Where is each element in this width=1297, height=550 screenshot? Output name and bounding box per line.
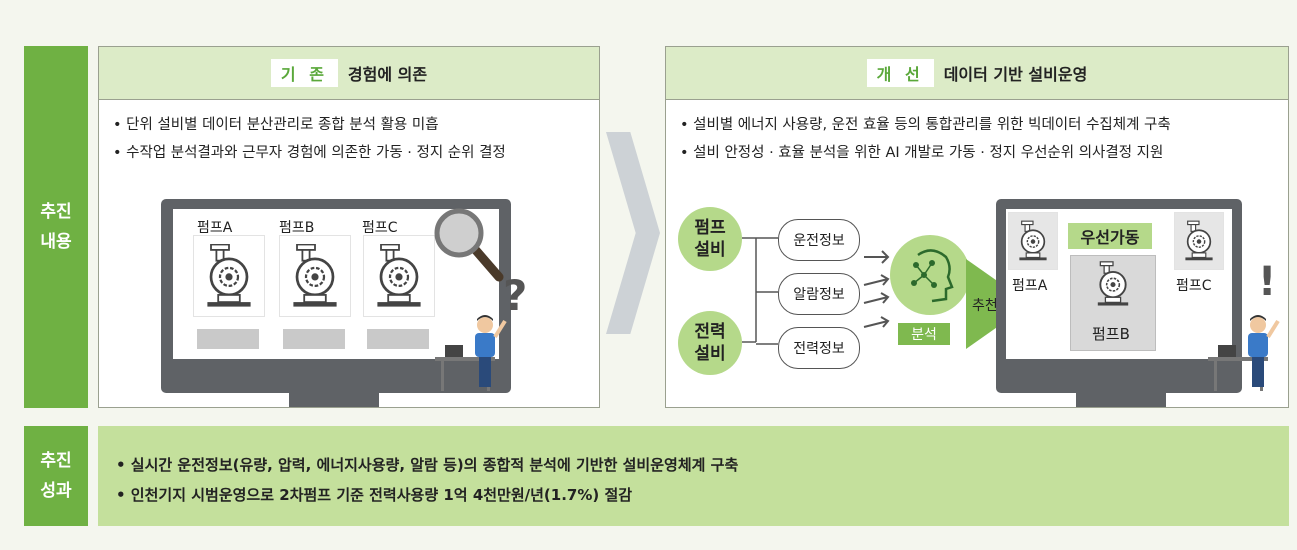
pump-icon — [1094, 261, 1132, 307]
existing-panel-header: 기 존 경험에 의존 — [99, 47, 599, 100]
existing-tag: 기 존 — [270, 59, 338, 87]
exclamation-mark: ! — [1258, 259, 1277, 305]
existing-panel: 기 존 경험에 의존 • 단위 설비별 데이터 분산관리로 종합 분석 활용 미… — [98, 46, 600, 408]
analysis-box: 분석 — [898, 323, 950, 345]
info-label: 운전정보 — [793, 233, 845, 249]
recommend-label: 추천 — [972, 298, 998, 314]
info-label: 알람정보 — [793, 287, 845, 303]
improved-panel: 개 선 데이터 기반 설비운영 • 설비별 에너지 사용량, 운전 효율 등의 … — [665, 46, 1289, 408]
analysis-label: 분석 — [911, 327, 937, 343]
flow-arrows-icon — [863, 250, 890, 328]
info-label: 전력정보 — [793, 341, 845, 357]
power-equipment-circle: 전력 설비 — [678, 311, 742, 375]
pump-status-bar — [197, 329, 259, 349]
pump-label: 펌프B — [1092, 325, 1130, 343]
power-equipment-label: 전력 설비 — [694, 322, 726, 364]
priority-box: 우선가동 — [1068, 223, 1152, 249]
result-item: • 실시간 운전정보(유량, 압력, 에너지사용량, 알람 등)의 종합적 분석… — [116, 456, 739, 474]
existing-bullets: • 단위 설비별 데이터 분산관리로 종합 분석 활용 미흡 • 수작업 분석결… — [113, 111, 506, 167]
pump-icon — [363, 235, 435, 317]
monitor-stand — [289, 393, 379, 407]
side-label-line1: 추진 — [40, 202, 72, 222]
pump-status-bar — [367, 329, 429, 349]
pump-icon — [279, 235, 351, 317]
results-panel: • 실시간 운전정보(유량, 압력, 에너지사용량, 알람 등)의 종합적 분석… — [98, 426, 1289, 526]
monitor-stand — [1076, 393, 1166, 407]
side-label-line2: 내용 — [40, 232, 72, 252]
bullet-item: • 수작업 분석결과와 근무자 경험에 의존한 가동 · 정지 순위 결정 — [113, 145, 506, 161]
pump-icon — [1008, 212, 1058, 270]
improved-panel-header: 개 선 데이터 기반 설비운영 — [666, 47, 1288, 100]
existing-title: 경험에 의존 — [347, 65, 428, 84]
pump-label: 펌프B — [279, 220, 315, 236]
ai-brain-icon — [890, 235, 970, 315]
pump-label: 펌프C — [1176, 278, 1212, 294]
pump-icon — [1174, 212, 1224, 270]
transition-arrow — [606, 132, 660, 334]
connector-lines — [742, 237, 778, 345]
worker-icon — [435, 315, 507, 391]
info-cloud: 알람정보 — [778, 273, 860, 315]
bullet-item: • 단위 설비별 데이터 분산관리로 종합 분석 활용 미흡 — [113, 117, 439, 133]
side-label-line2: 성과 — [40, 481, 72, 501]
bullet-item: • 설비별 에너지 사용량, 운전 효율 등의 통합관리를 위한 빅데이터 수집… — [680, 117, 1171, 133]
worker-icon — [1208, 315, 1280, 391]
bullet-item: • 설비 안정성 · 효율 분석을 위한 AI 개발로 가동 · 정지 우선순위… — [680, 145, 1164, 161]
info-cloud: 전력정보 — [778, 327, 860, 369]
pump-icon — [193, 235, 265, 317]
improved-tag: 개 선 — [866, 59, 934, 87]
pump-label: 펌프A — [1012, 278, 1048, 294]
question-mark: ? — [503, 271, 528, 320]
improved-title: 데이터 기반 설비운영 — [943, 65, 1088, 84]
side-label-result: 추진 성과 — [24, 426, 88, 526]
improved-bullets: • 설비별 에너지 사용량, 운전 효율 등의 통합관리를 위한 빅데이터 수집… — [680, 111, 1171, 167]
pump-label: 펌프A — [197, 220, 233, 236]
magnifier-icon — [434, 208, 504, 282]
info-cloud: 운전정보 — [778, 219, 860, 261]
result-item: • 인천기지 시범운영으로 2차펌프 기준 전력사용량 1억 4천만원/년(1.… — [116, 486, 633, 504]
side-label-content: 추진 내용 — [24, 46, 88, 408]
pump-label: 펌프C — [362, 220, 398, 236]
pump-equipment-circle: 펌프 설비 — [678, 207, 742, 271]
pump-equipment-label: 펌프 설비 — [694, 218, 726, 260]
side-label-line1: 추진 — [40, 451, 72, 471]
priority-label: 우선가동 — [1080, 228, 1140, 247]
pump-status-bar — [283, 329, 345, 349]
